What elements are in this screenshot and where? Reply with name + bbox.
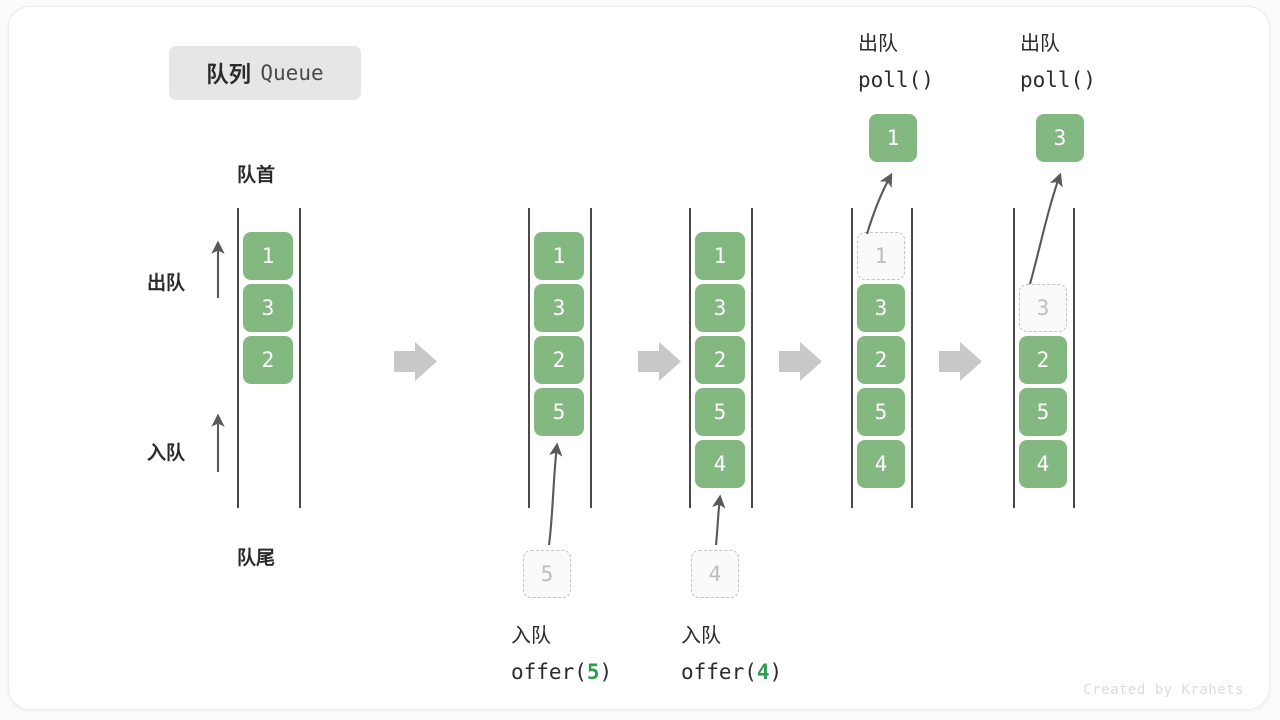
- rail-right: [590, 208, 592, 508]
- queue-element: 1: [534, 232, 584, 280]
- operation-code: offer(4): [681, 654, 782, 690]
- queue-element: 2: [857, 336, 905, 384]
- queue-element: 4: [857, 440, 905, 488]
- queue-element: 1: [243, 232, 293, 280]
- operation-name: 出队: [858, 33, 898, 55]
- queue-element: 3: [695, 284, 745, 332]
- operation-code: poll(): [1020, 68, 1096, 92]
- outgoing-element-ghost: 3: [1019, 284, 1067, 332]
- incoming-element-ghost: 5: [523, 550, 571, 598]
- operation-name: 入队: [511, 625, 551, 647]
- operation-code: offer(5): [511, 654, 612, 690]
- operation-label-enqueue: 入队 offer(5): [511, 618, 612, 690]
- queue-element: 3: [857, 284, 905, 332]
- operation-code: poll(): [858, 68, 934, 92]
- credit-text: Created by Krahets: [1083, 682, 1244, 698]
- incoming-element-ghost: 4: [691, 550, 739, 598]
- operation-fn: offer(: [511, 660, 587, 684]
- queue-element: 2: [1019, 336, 1067, 384]
- operation-fn: offer(: [681, 660, 757, 684]
- queue-element: 2: [695, 336, 745, 384]
- queue-element: 2: [534, 336, 584, 384]
- popped-element: 3: [1036, 114, 1084, 162]
- outgoing-element-ghost: 1: [857, 232, 905, 280]
- title-badge: 队列 Queue: [169, 46, 361, 100]
- queue-element: 5: [857, 388, 905, 436]
- diagram-card: [8, 6, 1270, 710]
- rail-left: [237, 208, 239, 508]
- operation-arg: 4: [756, 660, 770, 684]
- queue-element: 1: [695, 232, 745, 280]
- operation-close: ): [769, 660, 783, 684]
- rail-left: [528, 208, 530, 508]
- queue-tail-label: 队尾: [237, 548, 276, 569]
- queue-head-label: 队首: [237, 165, 276, 186]
- queue-element: 3: [534, 284, 584, 332]
- operation-arg: 5: [586, 660, 600, 684]
- operation-name: 出队: [1020, 33, 1060, 55]
- queue-element: 5: [695, 388, 745, 436]
- rail-right: [751, 208, 753, 508]
- queue-element: 5: [1019, 388, 1067, 436]
- rail-left: [851, 208, 853, 508]
- rail-left: [689, 208, 691, 508]
- rail-right: [911, 208, 913, 508]
- popped-element: 1: [869, 114, 917, 162]
- queue-element: 2: [243, 336, 293, 384]
- operation-label-enqueue: 入队 offer(4): [681, 618, 782, 690]
- title-en: Queue: [260, 61, 324, 85]
- rail-right: [299, 208, 301, 508]
- queue-element-new: 4: [695, 440, 745, 488]
- rail-left: [1013, 208, 1015, 508]
- operation-label-dequeue: 出队 poll(): [858, 26, 934, 98]
- operation-name: 入队: [681, 625, 721, 647]
- dequeue-direction-label: 出队: [147, 273, 186, 294]
- queue-element-new: 5: [534, 388, 584, 436]
- title-cn: 队列: [206, 62, 252, 87]
- operation-label-dequeue: 出队 poll(): [1020, 26, 1096, 98]
- operation-close: ): [599, 660, 613, 684]
- rail-right: [1073, 208, 1075, 508]
- enqueue-direction-label: 入队: [147, 443, 186, 464]
- queue-element: 3: [243, 284, 293, 332]
- queue-element: 4: [1019, 440, 1067, 488]
